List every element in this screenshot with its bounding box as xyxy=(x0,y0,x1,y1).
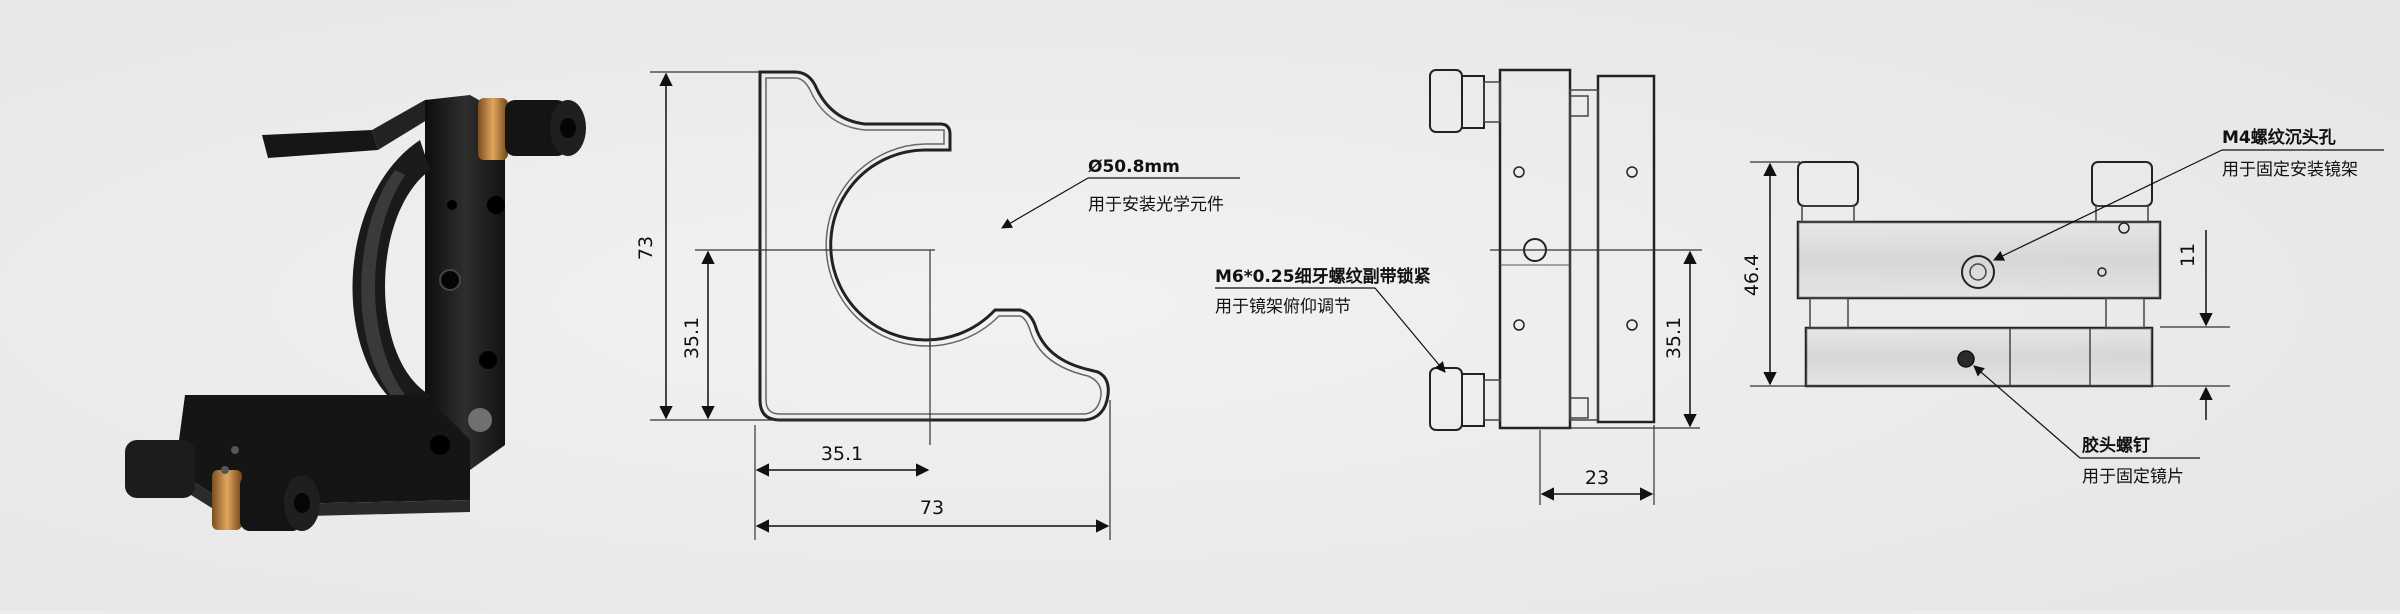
top-height-total-label: 46.4 xyxy=(1741,254,1763,296)
side-view: 35.1 23 M6*0.25细牙螺纹副带锁紧 用于镜架俯仰调节 xyxy=(1215,68,1702,505)
top-callout-line2: 用于固定安装镜架 xyxy=(2222,160,2358,180)
bottom-callout-line2: 用于固定镜片 xyxy=(2082,467,2184,487)
side-depth-label: 23 xyxy=(1585,467,1609,489)
front-view-outline xyxy=(758,70,1110,422)
side-callout-line2: 用于镜架俯仰调节 xyxy=(1215,297,1351,317)
side-callout-line1: M6*0.25细牙螺纹副带锁紧 xyxy=(1215,266,1431,287)
mirror-mount-photo xyxy=(125,95,586,531)
side-height-center-label: 35.1 xyxy=(1663,317,1685,359)
top-callout-line1: M4螺纹沉头孔 xyxy=(2222,127,2336,148)
front-callout-line2: 用于安装光学元件 xyxy=(1088,195,1224,215)
top-hole-height-label: 11 xyxy=(2177,243,2199,267)
front-callout-line1: Ø50.8mm xyxy=(1088,157,1180,177)
front-width-total-label: 73 xyxy=(920,497,944,519)
front-height-total-label: 73 xyxy=(635,236,657,260)
front-view: 73 35.1 35.1 73 Ø50.8mm 用于安装光学元件 xyxy=(635,70,1240,540)
top-view: 46.4 11 M4螺纹沉头孔 用于固定安装镜架 胶头螺钉 用于固定镜片 xyxy=(1741,127,2384,487)
bottom-callout-line1: 胶头螺钉 xyxy=(2082,435,2150,456)
front-width-center-label: 35.1 xyxy=(821,443,863,465)
front-height-center-label: 35.1 xyxy=(681,317,703,359)
